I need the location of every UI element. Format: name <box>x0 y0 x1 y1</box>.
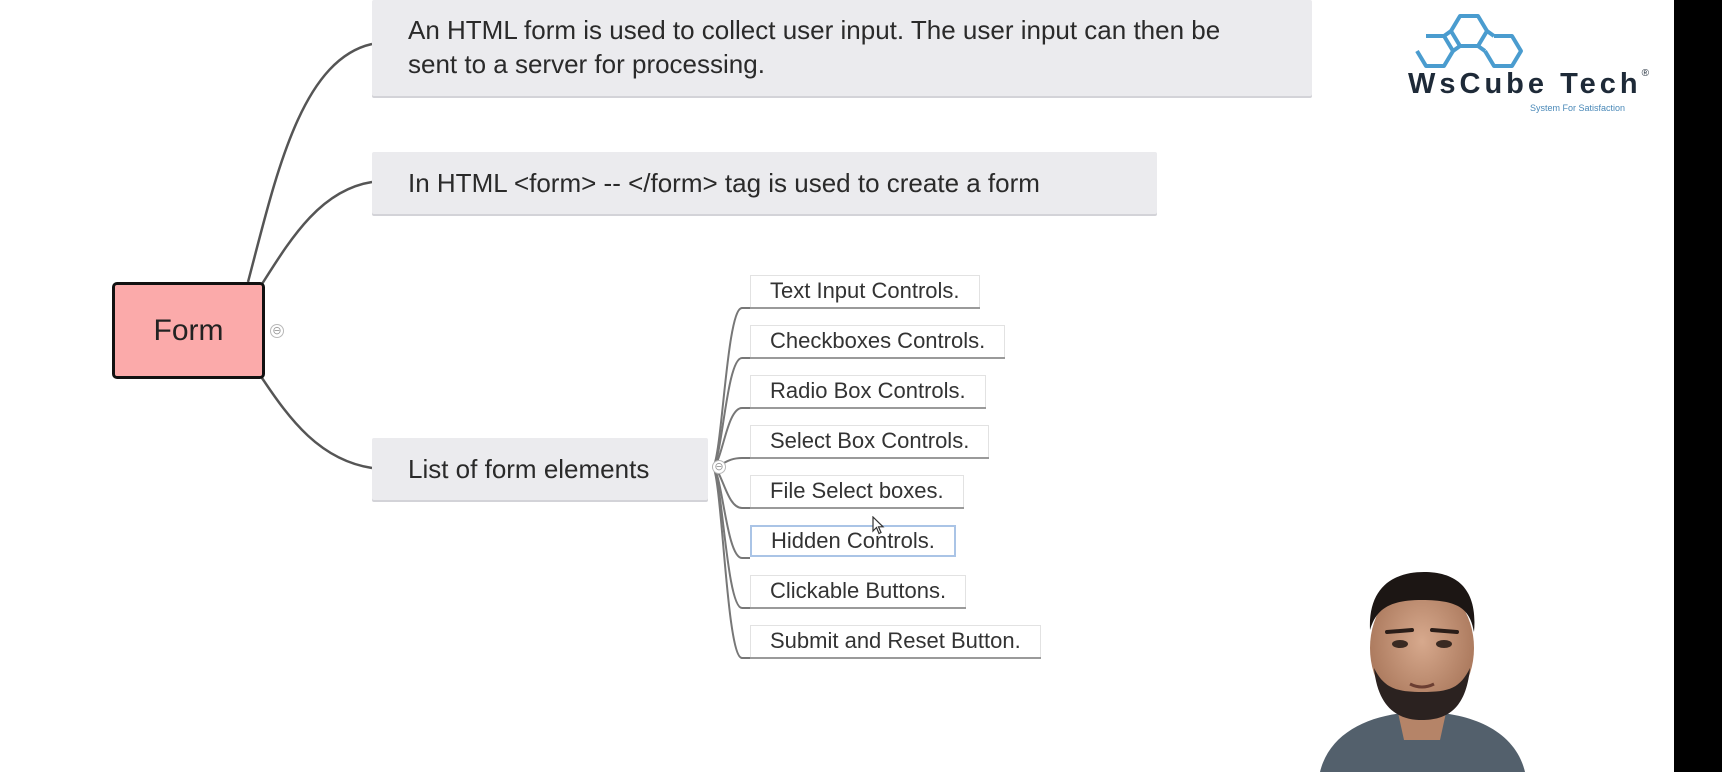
leaf-file-select-boxes[interactable]: File Select boxes. <box>750 475 964 507</box>
leaf-hidden-controls[interactable]: Hidden Controls. <box>750 525 956 557</box>
wscube-tech-logo: WsCube Tech® System For Satisfaction <box>1400 10 1670 120</box>
logo-brand-tech: Tech <box>1560 68 1642 100</box>
mouse-cursor-icon <box>872 516 885 535</box>
collapse-icon[interactable]: ⊖ <box>270 324 284 338</box>
leaf-radio-box-controls[interactable]: Radio Box Controls. <box>750 375 986 407</box>
collapse-icon[interactable]: ⊖ <box>712 460 726 474</box>
connector-root-topic3 <box>260 377 373 470</box>
leaf-connector <box>711 466 750 659</box>
presenter-video <box>1320 572 1525 772</box>
connector-root-topic2 <box>260 180 373 285</box>
leaf-checkboxes-controls[interactable]: Checkboxes Controls. <box>750 325 1006 357</box>
root-node-form[interactable]: Form <box>112 282 265 379</box>
logo-brand: WsCube <box>1408 68 1548 100</box>
topic-form-tag[interactable]: In HTML <form> -- </form> tag is used to… <box>372 152 1157 214</box>
hexagon-logo-icon <box>1415 14 1523 68</box>
logo-wordmark: WsCube Tech® <box>1408 68 1653 101</box>
mind-map-canvas: Form ⊖ An HTML form is used to collect u… <box>0 0 1674 772</box>
leaf-submit-and-reset-button[interactable]: Submit and Reset Button. <box>750 625 1041 657</box>
leaf-connector <box>711 357 750 468</box>
logo-registered-mark: ® <box>1641 68 1653 79</box>
leaf-select-box-controls[interactable]: Select Box Controls. <box>750 425 990 457</box>
leaf-connectors <box>711 307 750 659</box>
leaf-clickable-buttons[interactable]: Clickable Buttons. <box>750 575 967 607</box>
leaf-text-input-controls[interactable]: Text Input Controls. <box>750 275 980 307</box>
topic-form-definition[interactable]: An HTML form is used to collect user inp… <box>372 0 1312 96</box>
logo-tagline: System For Satisfaction <box>1530 103 1626 113</box>
topic-list-of-form-elements[interactable]: List of form elements <box>372 438 708 500</box>
connector-root-topic1 <box>246 42 373 283</box>
leaf-connector <box>711 307 750 468</box>
